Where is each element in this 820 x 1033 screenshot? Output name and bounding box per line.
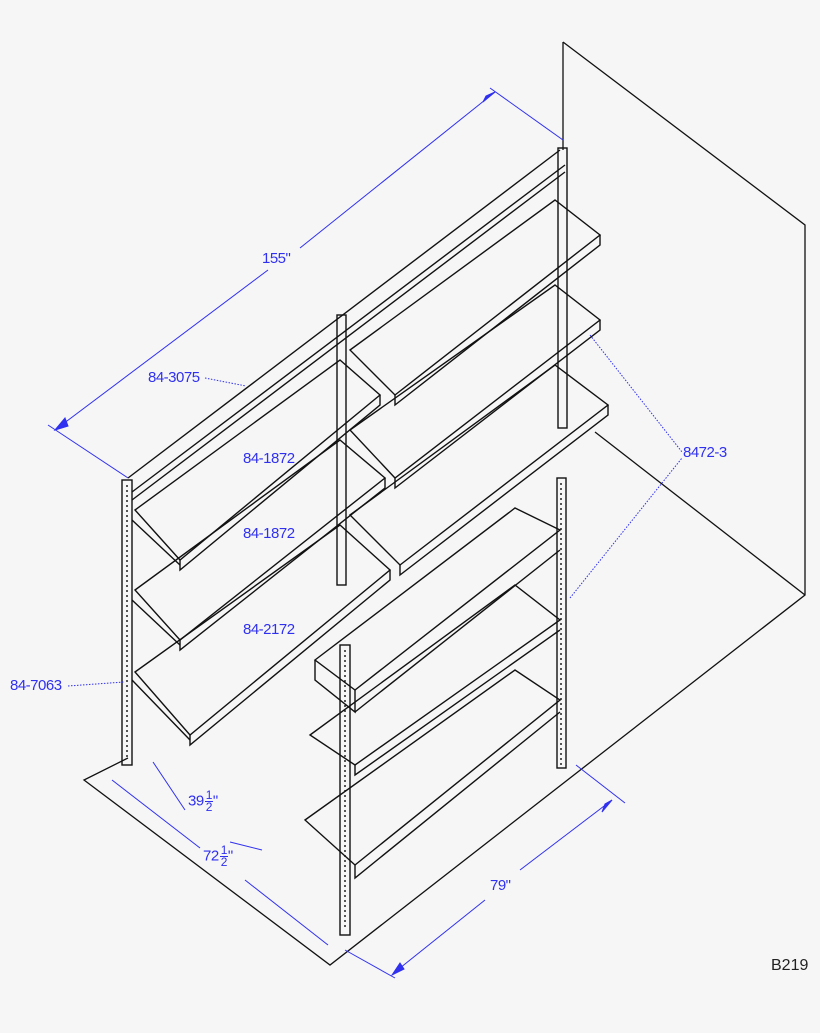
freestanding-unit [303, 477, 567, 936]
upright-back [556, 477, 567, 769]
drawing-code: B219 [771, 957, 809, 974]
fraction-denominator: 2 [220, 855, 228, 869]
fraction-numerator: 1 [204, 788, 213, 802]
label-shelf-middle: 84-1872 [243, 525, 295, 542]
room-outline [82, 41, 806, 966]
upright-left [121, 479, 133, 766]
upright-middle [336, 314, 347, 586]
upright-front [339, 644, 351, 936]
fraction-denominator: 2 [205, 800, 213, 814]
shelves-left-section [131, 359, 392, 747]
label-top-beam: 84-3075 [148, 369, 200, 386]
dimension-lines [47, 87, 683, 979]
dimension-unit-length: 79" [490, 877, 511, 894]
label-bracket: 8472-3 [683, 444, 727, 461]
dimension-overall-length: 155" [262, 250, 291, 267]
label-shelf-upper: 84-1872 [243, 450, 295, 467]
dimension-whole: 72 [203, 847, 219, 865]
label-upright: 84-7063 [10, 677, 62, 694]
fraction-numerator: 1 [219, 843, 228, 857]
wall-rack [121, 147, 610, 766]
label-shelf-lower: 84-2172 [243, 621, 295, 638]
dimension-unit: " [212, 792, 218, 810]
dimension-whole: 39 [188, 792, 204, 810]
dimension-unit: " [227, 847, 233, 865]
shelves-right-section [348, 199, 610, 577]
